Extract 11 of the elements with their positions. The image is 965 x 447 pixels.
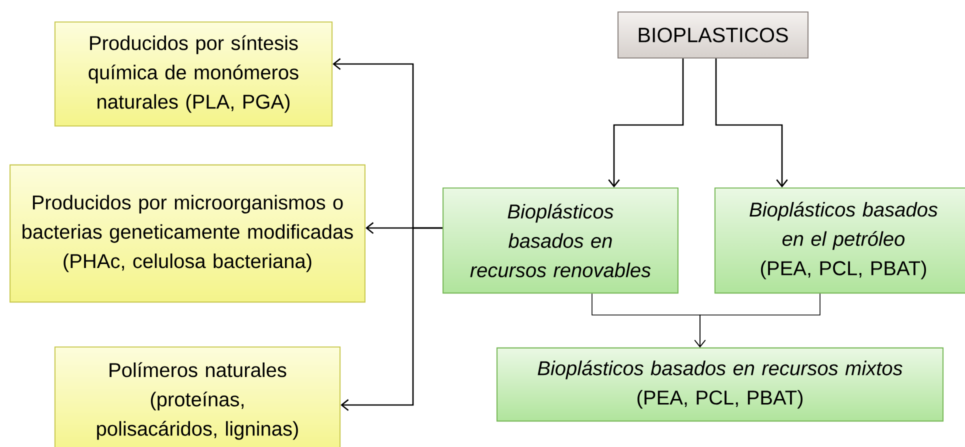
- category-box: Bioplásticos basados en recursos renovables: [442, 187, 678, 294]
- category-box: Polímeros naturales (proteínas, polisacáridos, ligninas): [54, 346, 341, 447]
- category-box: Producidos por síntesis química de monómeros naturales (PLA, PGA): [54, 21, 333, 127]
- category-box: Bioplásticos basados en el petróleo (PEA, PCL, PBAT): [714, 187, 965, 294]
- category-box: Bioplásticos basados en recursos mixtos (PEA, PCL, PBAT): [496, 347, 944, 422]
- arrow: [608, 58, 684, 188]
- arrow: [340, 227, 442, 411]
- arrow: [715, 58, 788, 188]
- arrow: [694, 293, 820, 348]
- category-box: Producidos por microorganismos o bacterias geneticamente modificadas (PHAc, celulosa bacteriana): [10, 164, 366, 303]
- title-box: BIOPLASTICOS: [617, 11, 809, 59]
